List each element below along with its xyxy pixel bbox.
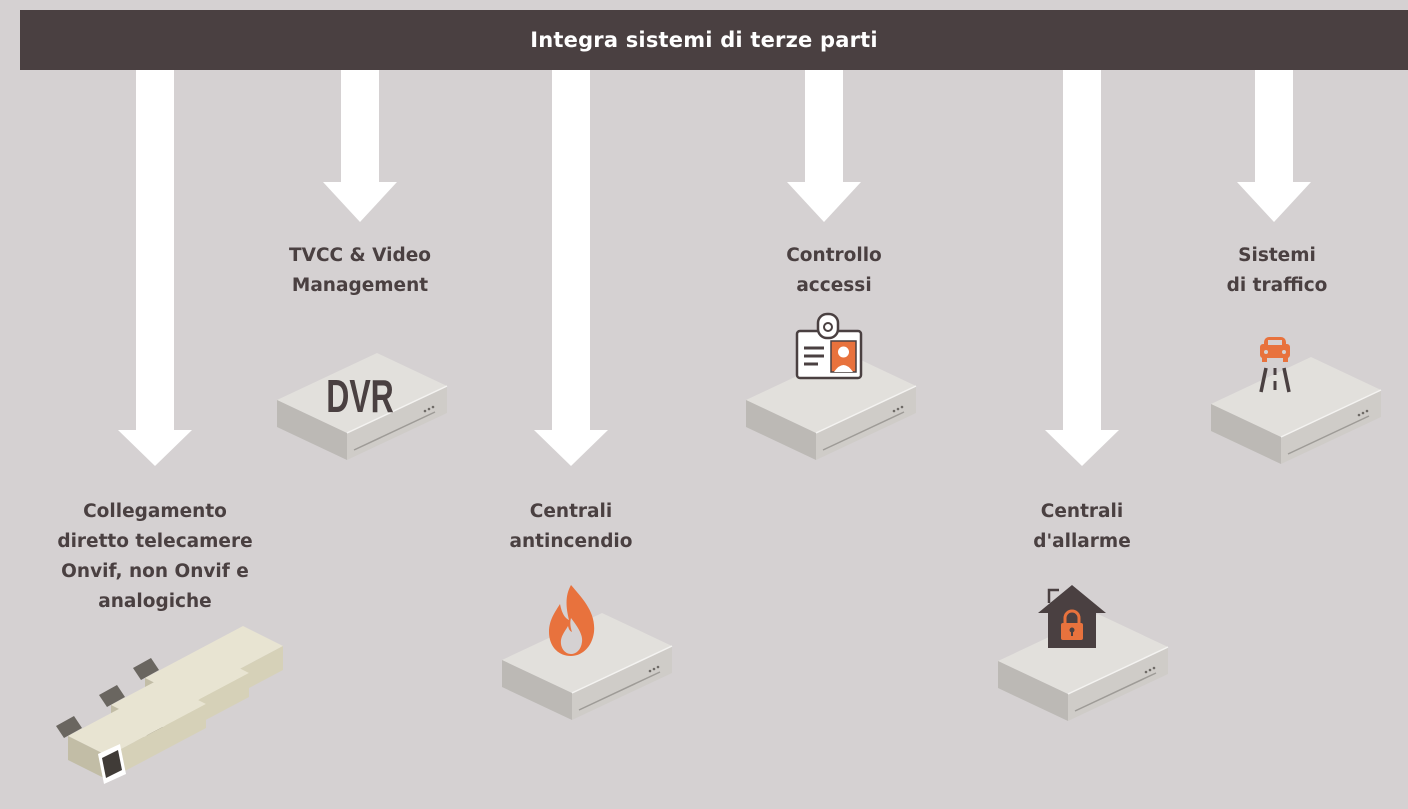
dvr-device: DVR: [276, 352, 448, 461]
label-fire: Centrali antincendio: [509, 501, 633, 552]
arrow-traffic: [1237, 70, 1311, 222]
arrow-alarm: [1045, 70, 1119, 466]
dvr-device-label: DVR: [326, 371, 394, 422]
label-cameras: Collegamento diretto telecamere Onvif, n…: [57, 501, 253, 612]
label-tvcc: TVCC & Video Management: [289, 245, 431, 296]
arrow-cameras: [118, 70, 192, 466]
traffic-device: [1210, 356, 1382, 465]
header-bar: Integra sistemi di terze parti: [20, 10, 1408, 70]
label-traffic: Sistemi di traffico: [1226, 245, 1328, 296]
camera-icon: [56, 626, 283, 784]
id-badge-icon: [795, 312, 863, 380]
arrow-tvcc: [323, 70, 397, 222]
header-title: Integra sistemi di terze parti: [530, 28, 878, 52]
arrow-fire: [534, 70, 608, 466]
arrow-access: [787, 70, 861, 222]
label-access: Controllo accessi: [786, 245, 882, 296]
house-lock-icon: [1038, 585, 1106, 648]
flame-icon: [549, 585, 595, 656]
label-alarm: Centrali d'allarme: [1033, 501, 1131, 552]
car-road-icon: [1259, 337, 1291, 393]
